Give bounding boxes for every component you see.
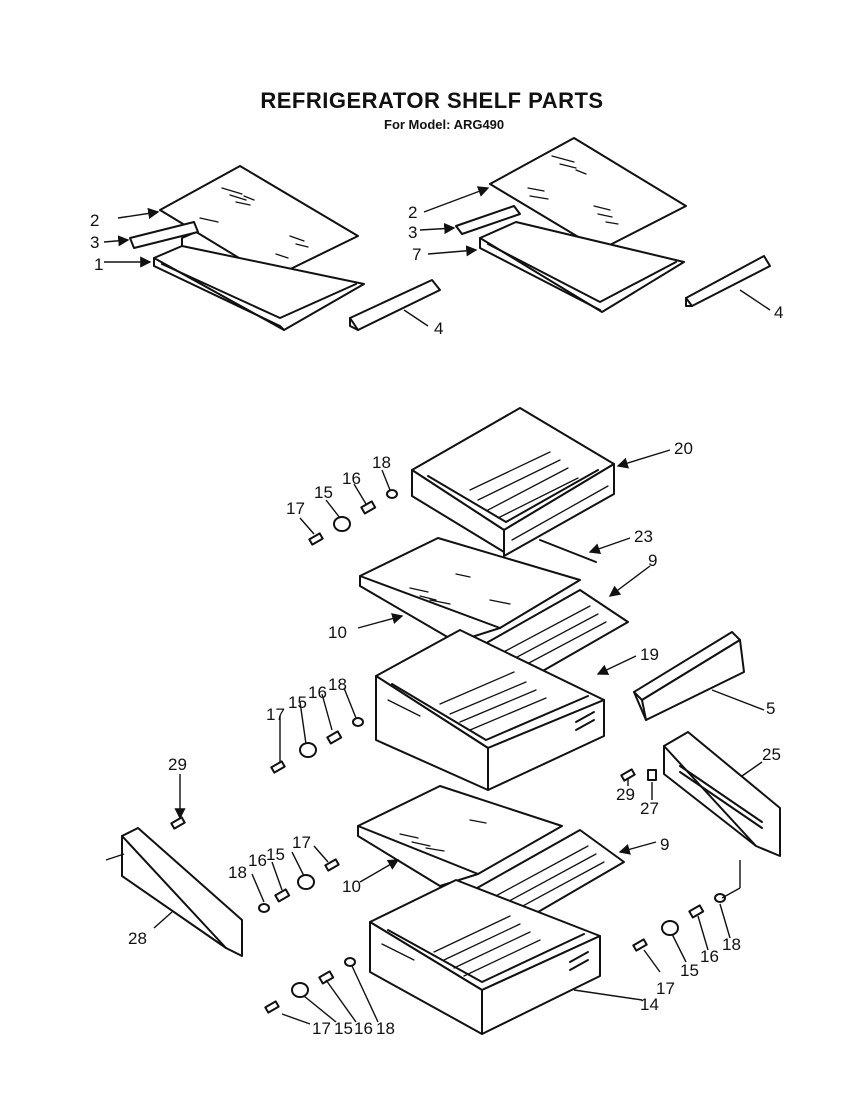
end-cap-left [349,279,441,331]
callout-1: 1 [94,255,103,274]
callout-25: 25 [762,745,781,764]
shelf-frame-left [153,231,365,331]
callout-15: 15 [314,483,333,502]
hardware-set-middle [270,717,364,774]
callout-4: 4 [434,319,443,338]
callout-18: 18 [328,675,347,694]
callout-16: 16 [248,851,267,870]
glass-shelf-left [159,165,359,279]
callout-18: 18 [376,1019,395,1038]
callout-5: 5 [766,699,775,718]
right-support-bracket [663,731,781,857]
callout-15: 15 [334,1019,353,1038]
shelf-trim-right [455,205,521,235]
leader-lines [103,186,771,1025]
shelf-frame-right [479,221,685,313]
hardware-set-upper [308,489,398,546]
callout-9: 9 [648,551,657,570]
callout-19: 19 [640,645,659,664]
drawer-slide-rail [633,631,745,721]
callout-17: 17 [656,979,675,998]
crisper-cover-upper [359,537,581,643]
callout-20: 20 [674,439,693,458]
callout-15: 15 [288,693,307,712]
pan-rod [539,539,597,563]
callout-16: 16 [354,1019,373,1038]
diagram-title: REFRIGERATOR SHELF PARTS [260,88,604,113]
callout-10: 10 [342,877,361,896]
callout-2: 2 [90,211,99,230]
callout-18: 18 [228,863,247,882]
callout-3: 3 [408,223,417,242]
crisper-drawer-upper [375,629,605,791]
hardware-set-right [620,768,726,952]
callout-16: 16 [700,947,719,966]
callout-18: 18 [372,453,391,472]
callout-18: 18 [722,935,741,954]
callout-29: 29 [616,785,635,804]
callout-17: 17 [312,1019,331,1038]
callout-17: 17 [286,499,305,518]
callout-3: 3 [90,233,99,252]
callout-27: 27 [640,799,659,818]
callout-9: 9 [660,835,669,854]
meat-pan [411,407,615,557]
callout-7: 7 [412,245,421,264]
callout-28: 28 [128,929,147,948]
callout-labels: 2 3 1 4 2 3 7 4 20 18 16 15 17 23 9 10 1… [90,203,783,1038]
left-support-bracket [121,827,243,957]
callout-15: 15 [680,961,699,980]
hardware-set-left [170,816,340,913]
callout-15: 15 [266,845,285,864]
callout-16: 16 [308,683,327,702]
end-cap-right [685,255,771,307]
callout-2: 2 [408,203,417,222]
callout-23: 23 [634,527,653,546]
model-subtitle: For Model: ARG490 [384,117,505,132]
callout-17: 17 [266,705,285,724]
glass-shelf-right [489,137,687,251]
crisper-drawer-lower [369,879,601,1035]
callout-17: 17 [292,833,311,852]
callout-16: 16 [342,469,361,488]
callout-29: 29 [168,755,187,774]
shelf-trim-left [129,221,199,249]
callout-14: 14 [640,995,659,1014]
callout-10: 10 [328,623,347,642]
hardware-set-bottom [264,957,356,1014]
callout-4: 4 [774,303,783,322]
